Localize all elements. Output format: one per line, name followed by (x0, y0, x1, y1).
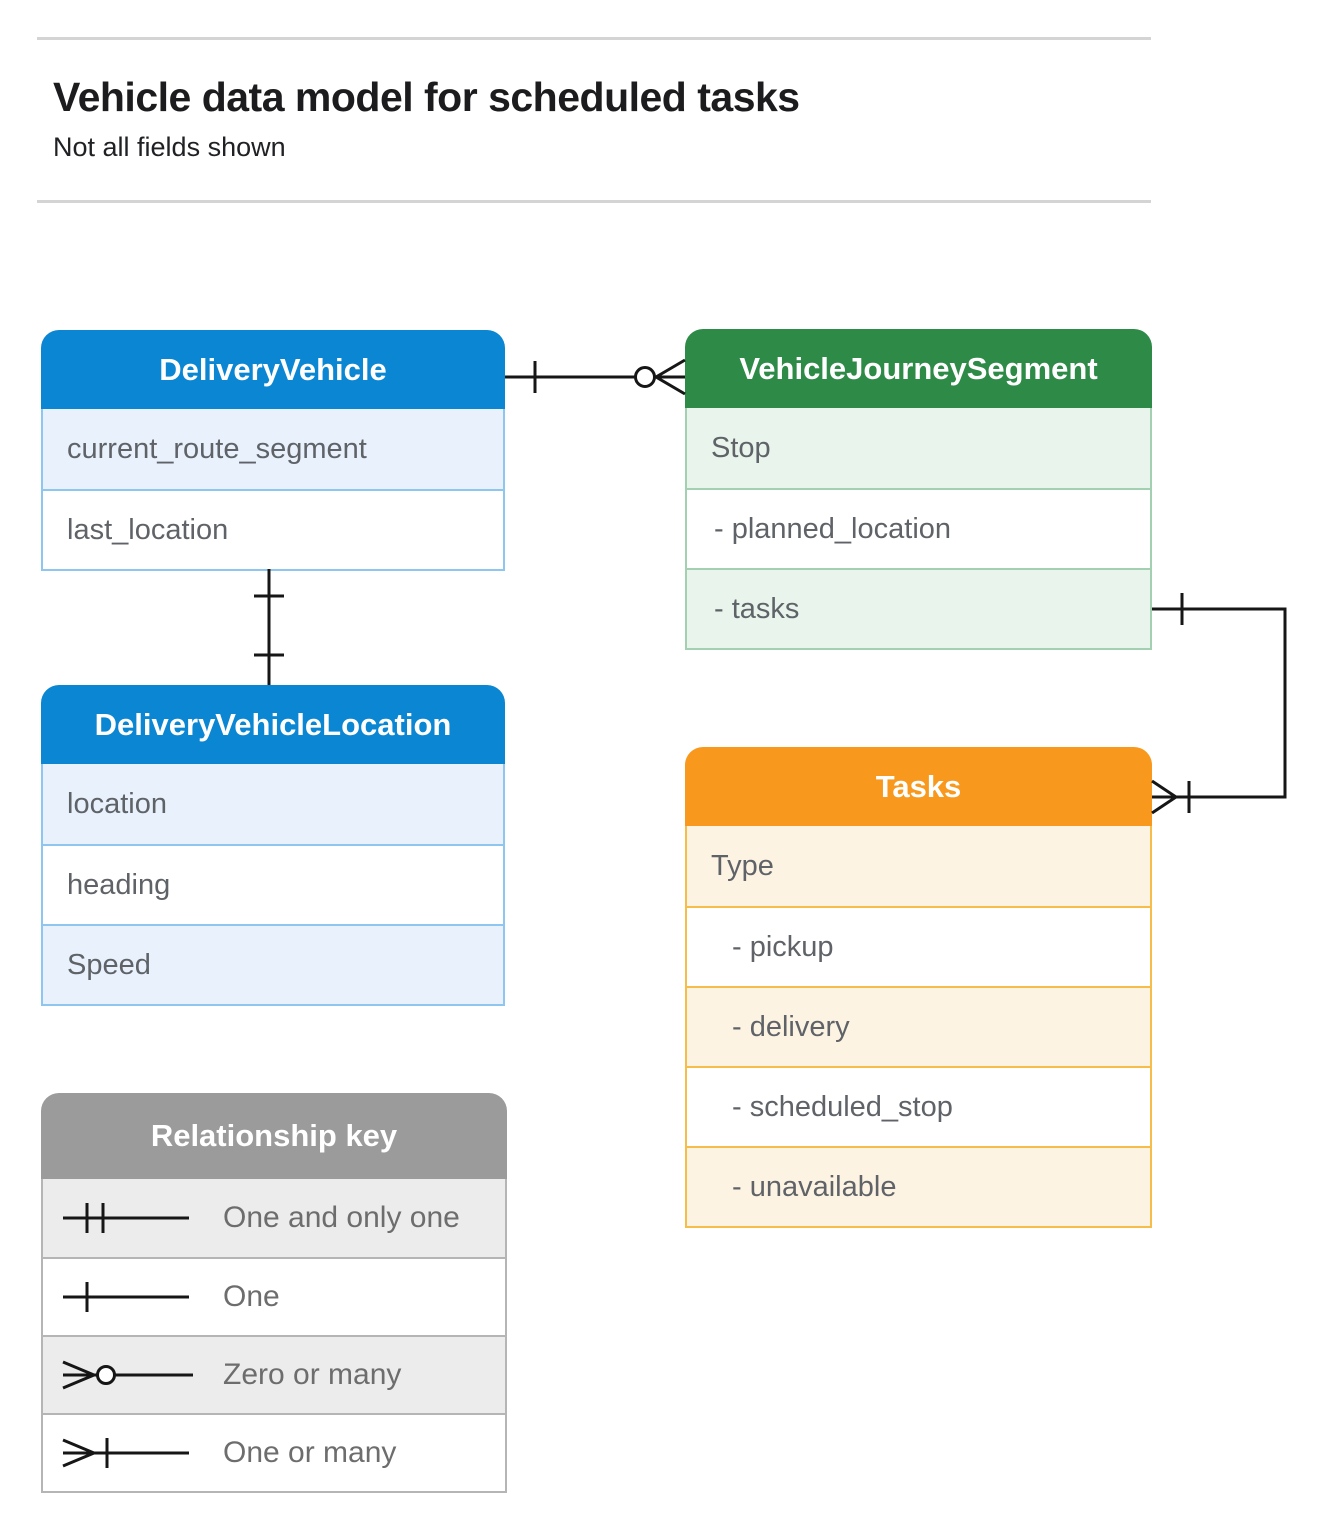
field-row: heading (43, 844, 503, 924)
header-divider (37, 200, 1151, 203)
relationship-key-title: Relationship key (150, 1118, 398, 1153)
legend-label: One and only one (223, 1201, 460, 1234)
field-label: - tasks (714, 592, 800, 625)
field-label: location (67, 787, 167, 820)
field-label: heading (67, 868, 171, 901)
field-row: last_location (43, 489, 503, 569)
connector-vehiclejourneysegment-tasks (1151, 593, 1287, 815)
field-label: last_location (67, 513, 229, 546)
entity-title: VehicleJourneySegment (739, 350, 1098, 386)
legend-label: One (223, 1280, 280, 1313)
entity-vehiclejourneysegment: VehicleJourneySegment Stop - planned_loc… (685, 329, 1152, 650)
field-label: - scheduled_stop (732, 1090, 953, 1123)
field-row: - pickup (687, 906, 1150, 986)
legend-label: Zero or many (223, 1358, 402, 1391)
field-row: Speed (43, 924, 503, 1004)
field-label: Stop (711, 431, 771, 464)
legend-label: One or many (223, 1436, 397, 1469)
top-divider (37, 37, 1151, 40)
field-row: - scheduled_stop (687, 1066, 1150, 1146)
entity-title: Tasks (875, 768, 962, 804)
field-label: - planned_location (714, 512, 952, 545)
relationship-key: Relationship key One and only one One Ze… (41, 1093, 507, 1493)
entity-deliveryvehicle-header: DeliveryVehicle (41, 330, 505, 409)
entity-vehiclejourneysegment-fields: Stop - planned_location - tasks (685, 408, 1152, 650)
field-row: Type (687, 826, 1150, 906)
entity-deliveryvehicle: DeliveryVehicle current_route_segment la… (41, 330, 505, 571)
field-label: - pickup (732, 930, 834, 963)
one-or-many-icon (62, 1438, 189, 1468)
field-row: - delivery (687, 986, 1150, 1066)
page-subtitle: Not all fields shown (53, 132, 286, 162)
field-label: - delivery (732, 1010, 850, 1043)
relationship-key-rows: One and only one One Zero or many One or… (41, 1179, 507, 1493)
entity-title: DeliveryVehicle (159, 351, 387, 387)
connector-deliveryvehicle-vehiclejourneysegment (505, 358, 686, 396)
entity-tasks-header: Tasks (685, 747, 1152, 826)
entity-deliveryvehiclelocation-fields: location heading Speed (41, 764, 505, 1006)
entity-vehiclejourneysegment-header: VehicleJourneySegment (685, 329, 1152, 408)
legend-row: One and only one (43, 1179, 505, 1257)
entity-tasks-fields: Type - pickup - delivery - scheduled_sto… (685, 826, 1152, 1228)
page-title: Vehicle data model for scheduled tasks (53, 74, 800, 120)
legend-row: Zero or many (43, 1335, 505, 1413)
field-label: - unavailable (732, 1170, 897, 1203)
field-label: Type (711, 849, 774, 882)
relationship-key-header: Relationship key (41, 1093, 507, 1179)
entity-tasks: Tasks Type - pickup - delivery - schedul… (685, 747, 1152, 1228)
field-row: Stop (687, 408, 1150, 488)
field-row: current_route_segment (43, 409, 503, 489)
field-row: location (43, 764, 503, 844)
legend-row: One or many (43, 1413, 505, 1491)
entity-deliveryvehiclelocation-header: DeliveryVehicleLocation (41, 685, 505, 764)
zero-or-many-icon (62, 1360, 193, 1390)
field-label: current_route_segment (67, 432, 367, 465)
field-row: - unavailable (687, 1146, 1150, 1226)
entity-title: DeliveryVehicleLocation (94, 706, 452, 742)
one-and-only-one-icon (63, 1203, 189, 1233)
entity-deliveryvehicle-fields: current_route_segment last_location (41, 409, 505, 571)
one-icon (63, 1282, 189, 1312)
field-row: - tasks (687, 568, 1150, 648)
field-label: Speed (67, 948, 151, 981)
connector-deliveryvehicle-deliveryvehiclelocation (254, 569, 284, 685)
legend-row: One (43, 1257, 505, 1335)
entity-deliveryvehiclelocation: DeliveryVehicleLocation location heading… (41, 685, 505, 1006)
field-row: - planned_location (687, 488, 1150, 568)
